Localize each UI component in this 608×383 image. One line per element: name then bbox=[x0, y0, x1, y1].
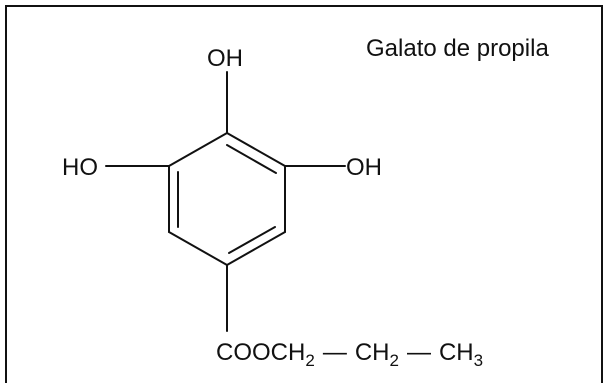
left-hydroxyl-label: HO bbox=[62, 154, 98, 181]
ester-group-3-subscript: 3 bbox=[474, 351, 483, 370]
ester-bond-2: — bbox=[407, 339, 431, 366]
top-hydroxyl-label: OH bbox=[207, 45, 243, 72]
right-hydroxyl-label: OH bbox=[346, 154, 382, 181]
ester-group-2: CH bbox=[355, 339, 390, 366]
ring-bond-bottom-right bbox=[226, 231, 286, 266]
ring-bond-bottom-left bbox=[168, 231, 228, 266]
diagram-title: Galato de propila bbox=[366, 35, 549, 62]
ester-group-1-subscript: 2 bbox=[305, 351, 314, 370]
ester-group-2-subscript: 2 bbox=[389, 351, 398, 370]
ring-double-bond-bottom-right bbox=[228, 226, 276, 254]
ester-group-3: CH bbox=[439, 339, 474, 366]
ester-bond-1: — bbox=[323, 339, 347, 366]
diagram-border bbox=[5, 5, 603, 383]
ring-double-bond-top-right bbox=[226, 144, 277, 174]
ring-bond-top-left bbox=[168, 132, 228, 167]
ester-chain-formula: COOCH2—CH2—CH3 bbox=[216, 339, 483, 370]
ester-group-1: COOCH bbox=[216, 339, 305, 366]
ring-bond-top-right bbox=[226, 132, 286, 167]
